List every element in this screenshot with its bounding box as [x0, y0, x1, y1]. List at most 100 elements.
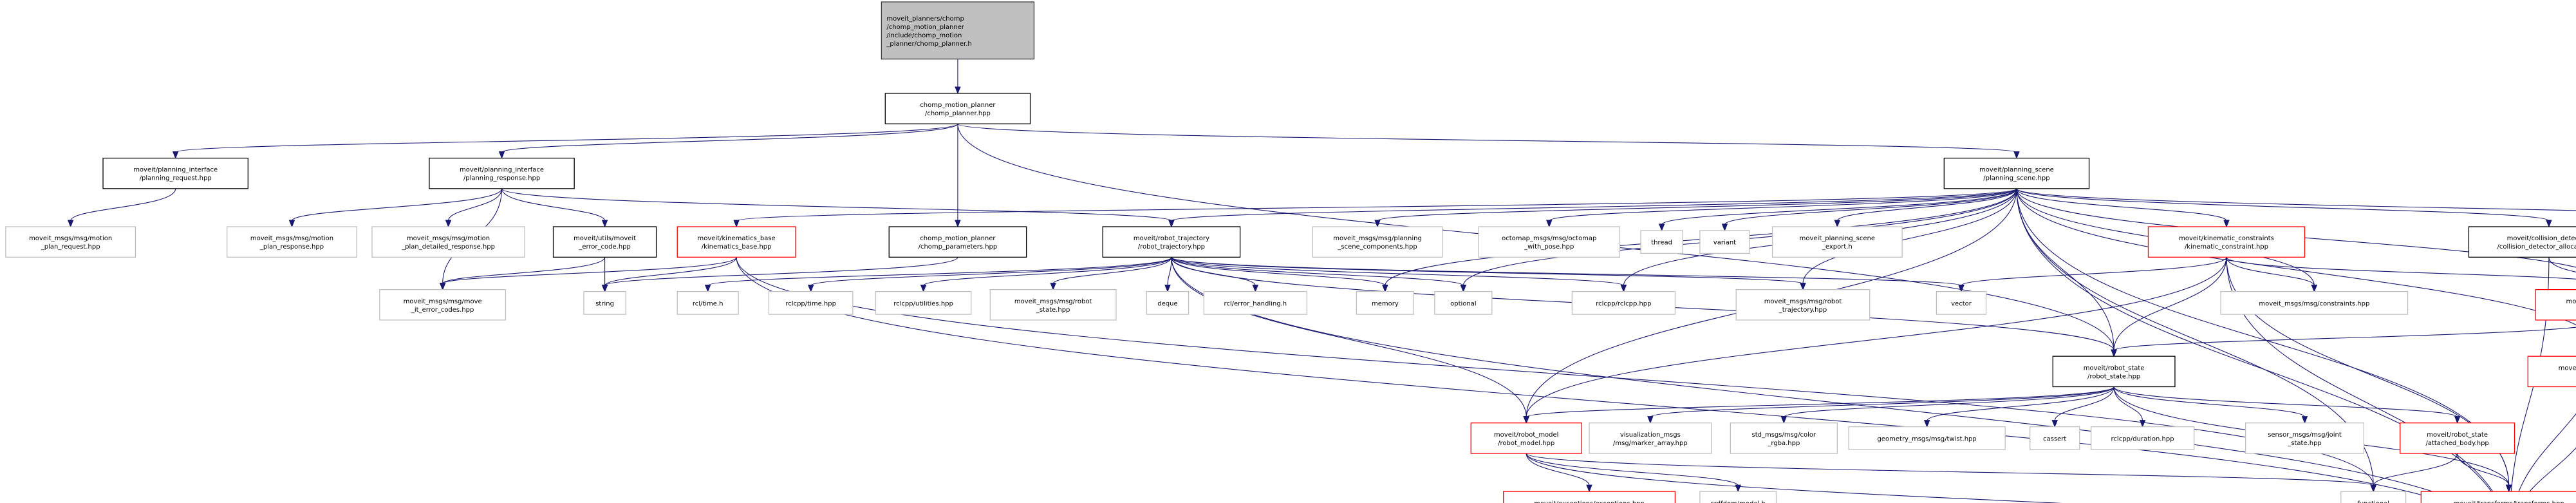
node-box [2147, 226, 2306, 258]
edge-line [2113, 327, 2576, 351]
node-exceptions[interactable]: moveit/exceptions/exceptions.hpp [1502, 491, 1676, 503]
edge-line [501, 123, 958, 153]
edge-line [736, 257, 2450, 503]
node-box [881, 1, 1035, 60]
arrowhead-icon [1523, 416, 1529, 424]
dependency-edge [1171, 257, 1529, 424]
node-box [1771, 226, 1903, 258]
node-label: /kinematics_base.hpp [702, 243, 772, 251]
node-robot-model[interactable]: moveit/robot_model/robot_model.hpp [1470, 422, 1582, 454]
node-chomp-planner-hpp[interactable]: chomp_motion_planner/chomp_planner.hpp [884, 93, 1031, 124]
node-label: moveit/kinematic_constraints [2179, 235, 2274, 242]
node-box [2245, 422, 2365, 454]
arrowhead-icon [1050, 283, 1056, 290]
node-label: moveit/utils/moveit [574, 235, 636, 242]
dependency-edge [2113, 386, 2308, 424]
arrowhead-icon [2139, 420, 2146, 428]
edge-line [2113, 386, 2143, 421]
arrowhead-icon [1164, 285, 1171, 292]
dependency-edge [288, 188, 503, 228]
edge-line [1171, 257, 1386, 287]
node-box [768, 290, 854, 315]
dependency-edge [501, 188, 608, 228]
arrowhead-icon [1252, 285, 1259, 292]
node-planning-request[interactable]: moveit/planning_interface/planning_reque… [102, 157, 248, 189]
node-box [1312, 226, 1443, 258]
arrowhead-icon [2223, 220, 2230, 228]
arrowhead-icon [288, 220, 295, 228]
edge-line [1526, 257, 2227, 417]
arrowhead-icon [172, 151, 179, 159]
node-label: /chomp_motion_planner [886, 24, 965, 31]
node-robot-state[interactable]: moveit/robot_state/robot_state.hpp [2052, 356, 2176, 388]
node-label: rclcpp/utilities.hpp [893, 300, 953, 307]
arrowhead-icon [1800, 283, 1806, 290]
node-label: moveit/planning_interface [133, 167, 218, 174]
edge-line [2373, 453, 2458, 486]
node-robot-state-msg: moveit_msgs/msg/robot_state.hpp [989, 289, 1117, 321]
dependency-edge [498, 123, 958, 159]
node-rcl-time: rcl/time.h [677, 290, 739, 315]
node-label: sensor_msgs/msg/joint [2268, 432, 2342, 439]
dependency-edge [2113, 386, 2146, 428]
edge-line [1526, 453, 2063, 503]
node-label: thread [1651, 240, 1672, 247]
node-box [2052, 356, 2176, 388]
node-label: moveit_planners/chomp [886, 15, 964, 23]
edge-line [2016, 188, 2114, 351]
edge-line [291, 188, 503, 222]
dependency-edge [2520, 447, 2576, 503]
arrowhead-icon [955, 86, 961, 95]
dependency-edge [2051, 386, 2114, 428]
edge-line [1377, 188, 2017, 222]
node-box [677, 226, 796, 258]
arrowhead-icon [2111, 349, 2117, 357]
arrowhead-icon [2505, 484, 2512, 493]
node-label: _rgba.hpp [1767, 440, 1800, 447]
node-planning-scene[interactable]: moveit/planning_scene/planning_scene.hpp [1943, 157, 2090, 189]
edge-line [1526, 453, 1739, 486]
node-box [1571, 290, 1676, 315]
node-motion-plan-request: moveit_msgs/msg/motion_plan_request.hpp [5, 226, 136, 258]
node-label: /include/chomp_motion [886, 32, 962, 39]
node-attached-body[interactable]: moveit/robot_state/attached_body.hpp [2400, 422, 2515, 454]
node-box [989, 289, 1117, 321]
arrowhead-icon [1620, 285, 1627, 292]
edge-line [70, 188, 176, 222]
edge-line [1526, 386, 2114, 418]
node-box [102, 157, 248, 189]
node-optional: optional [1434, 290, 1493, 315]
arrowhead-icon [2454, 416, 2461, 424]
node-moveit-error-code[interactable]: moveit/utils/moveit_error_code.hpp [552, 226, 657, 258]
node-box [1146, 290, 1190, 315]
node-box [583, 290, 626, 315]
node-box [2220, 290, 2409, 315]
edge-line [1171, 188, 2017, 222]
node-planning-response[interactable]: moveit/planning_interface/planning_respo… [429, 157, 575, 189]
node-box [429, 157, 575, 189]
edge-line [2457, 453, 2510, 486]
node-world-diff[interactable]: moveit/collision_detection/world_diff.hp… [2527, 356, 2576, 388]
edge-line [447, 188, 503, 222]
node-kinematics-base[interactable]: moveit/kinematics_base/kinematics_base.h… [677, 226, 796, 258]
node-collision-detector-allocator[interactable]: moveit/collision_detection/collision_det… [2468, 226, 2576, 258]
node-chomp-parameters[interactable]: chomp_motion_planner/chomp_parameters.hp… [888, 226, 1027, 258]
edge-line [810, 256, 1172, 287]
node-label: _plan_request.hpp [41, 243, 100, 251]
node-label: moveit/planning_scene [1979, 167, 2054, 174]
edge-line [1549, 188, 2017, 222]
node-kinematic-constraint[interactable]: moveit/kinematic_constraints/kinematic_c… [2147, 226, 2306, 258]
node-label: /planning_response.hpp [463, 175, 540, 182]
node-transforms[interactable]: moveit/transforms/transforms.hpp [2420, 491, 2576, 503]
arrowhead-icon [601, 285, 608, 292]
node-box [2400, 422, 2515, 454]
dependency-edge [1374, 188, 2017, 228]
node-root[interactable]: moveit_planners/chomp/chomp_motion_plann… [881, 1, 1035, 60]
node-label: rclcpp/rclcpp.hpp [1596, 300, 1651, 307]
node-label: octomap_msgs/msg/octomap [1502, 235, 1596, 242]
node-collision-env[interactable]: moveit/collision_detection/collision_env… [2535, 289, 2576, 321]
node-robot-trajectory[interactable]: moveit/robot_trajectory/robot_trajectory… [1102, 226, 1241, 258]
dependency-edge [2016, 188, 2499, 503]
edge-line [1171, 257, 1464, 287]
